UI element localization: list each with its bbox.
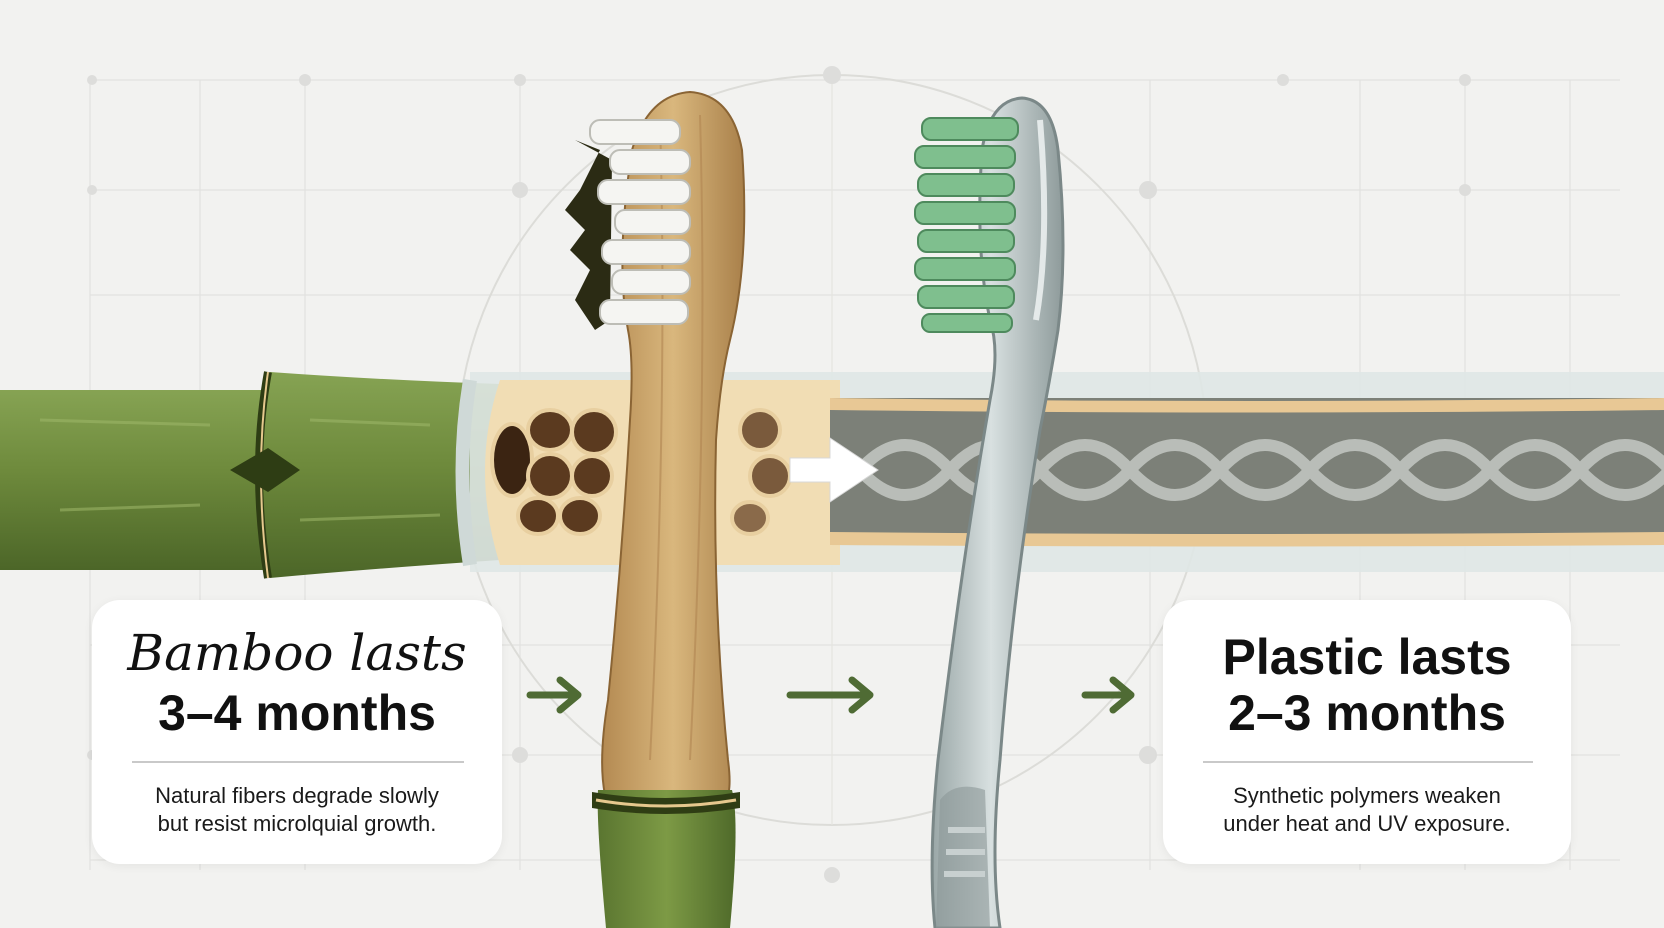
description-line: but resist microlquial growth.: [157, 811, 437, 836]
cross-section-arrow-icon: [789, 437, 879, 503]
plastic-card-duration: 2–3 months: [1228, 685, 1506, 741]
bamboo-lifespan-card: Bamboo lasts 3–4 months Natural fibers d…: [92, 600, 502, 864]
worn-bristles: [565, 119, 691, 330]
card-divider: [132, 761, 464, 763]
green-bristles: [914, 117, 1019, 333]
bamboo-card-title: Bamboo lasts: [127, 624, 467, 682]
bamboo-cell-structure: [490, 408, 792, 536]
arrow-right-icon: [526, 676, 582, 714]
plastic-lifespan-card: Plastic lasts 2–3 months Synthetic polym…: [1163, 600, 1571, 864]
bamboo-card-duration: 3–4 months: [158, 685, 436, 741]
arrow-right-icon: [1081, 676, 1135, 714]
card-divider: [1203, 761, 1533, 763]
plastic-card-description: Synthetic polymers weaken under heat and…: [1163, 782, 1571, 838]
arrow-right-icon: [786, 676, 874, 714]
bamboo-stalk: [0, 371, 500, 579]
description-line: under heat and UV exposure.: [1223, 811, 1511, 836]
description-line: Synthetic polymers weaken: [1233, 783, 1501, 808]
plastic-card-title: Plastic lasts: [1222, 629, 1512, 685]
description-line: Natural fibers degrade slowly: [155, 783, 439, 808]
grid-nodes: [87, 66, 1471, 883]
bamboo-card-description: Natural fibers degrade slowly but resist…: [92, 782, 502, 838]
plastic-toothbrush: [930, 96, 1065, 928]
